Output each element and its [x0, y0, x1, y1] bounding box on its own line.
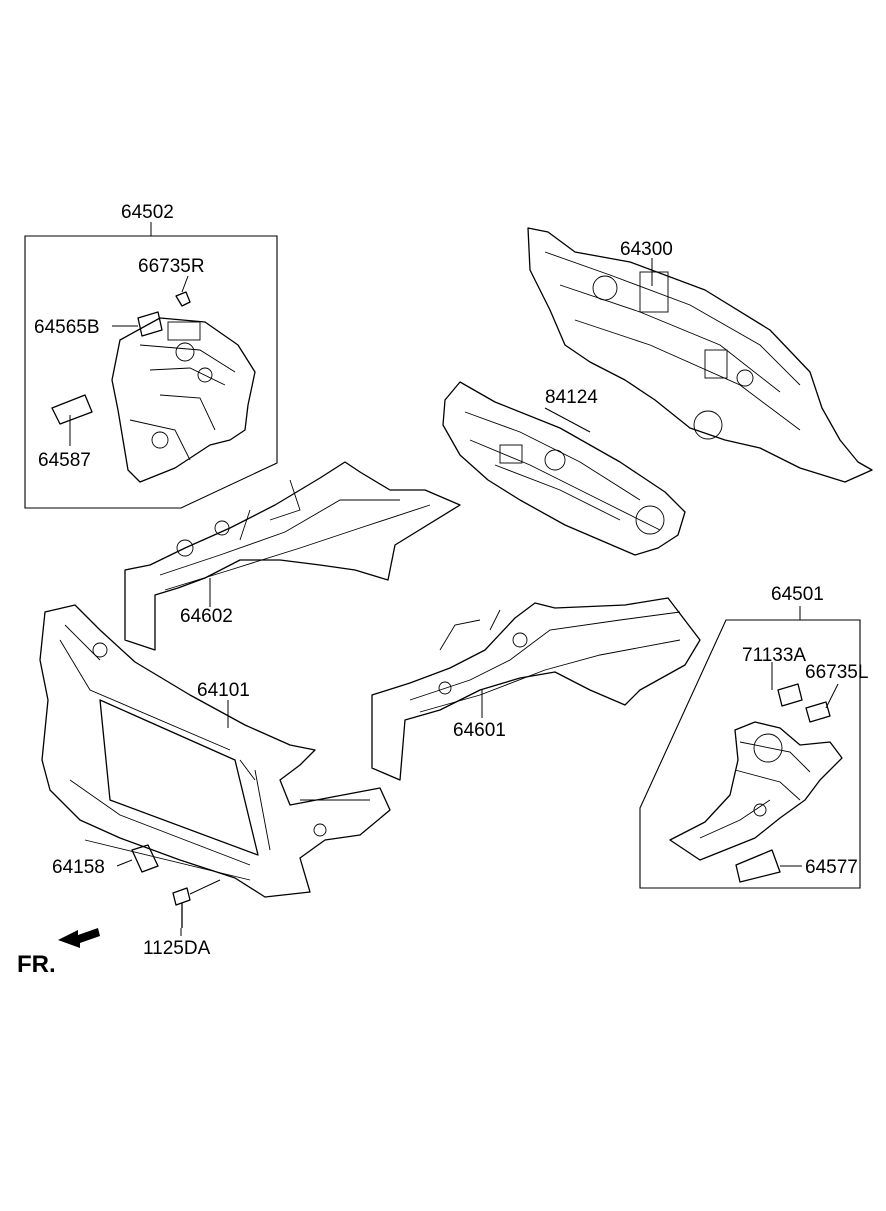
label-64502: 64502 — [121, 202, 174, 223]
front-arrow-icon — [58, 928, 100, 948]
bolt-1125DA-part — [172, 879, 221, 928]
bracket-66735L-part — [805, 701, 831, 723]
label-64601: 64601 — [453, 720, 506, 741]
label-84124: 84124 — [545, 387, 598, 408]
assembly-64501-frame — [639, 619, 861, 889]
assembly-64501-group — [639, 606, 861, 889]
carrier-64101-part — [39, 604, 391, 898]
label-66735L: 66735L — [805, 662, 868, 683]
bracket-64158-part — [131, 844, 159, 873]
bracket-66735R-part — [175, 291, 191, 307]
label-1125DA: 1125DA — [143, 938, 211, 959]
lh-apron-part — [669, 721, 843, 861]
bracket-64565B-part — [137, 311, 163, 337]
insulator-84124-part — [442, 381, 686, 556]
label-64158: 64158 — [52, 857, 105, 878]
assembly-64502-group — [24, 222, 278, 509]
label-64565B: 64565B — [34, 317, 100, 338]
side-member-64601-part — [371, 597, 701, 781]
dash-panel-64300-part — [527, 227, 873, 483]
label-66735R: 66735R — [138, 256, 205, 277]
label-64577: 64577 — [805, 857, 858, 878]
label-64602: 64602 — [180, 606, 233, 627]
side-member-64602-part — [124, 461, 461, 651]
front-apron-part — [111, 317, 256, 483]
bracket-71133A-part — [777, 683, 803, 707]
assembly-64502-frame — [24, 235, 278, 509]
label-71133A: 71133A — [742, 645, 806, 666]
bracket-64587-part — [51, 394, 93, 425]
label-64501: 64501 — [771, 584, 824, 605]
label-64587: 64587 — [38, 450, 91, 471]
label-64300: 64300 — [620, 239, 673, 260]
label-64101: 64101 — [197, 680, 250, 701]
bracket-64577-part — [735, 849, 781, 883]
label-front: FR. — [17, 951, 56, 978]
